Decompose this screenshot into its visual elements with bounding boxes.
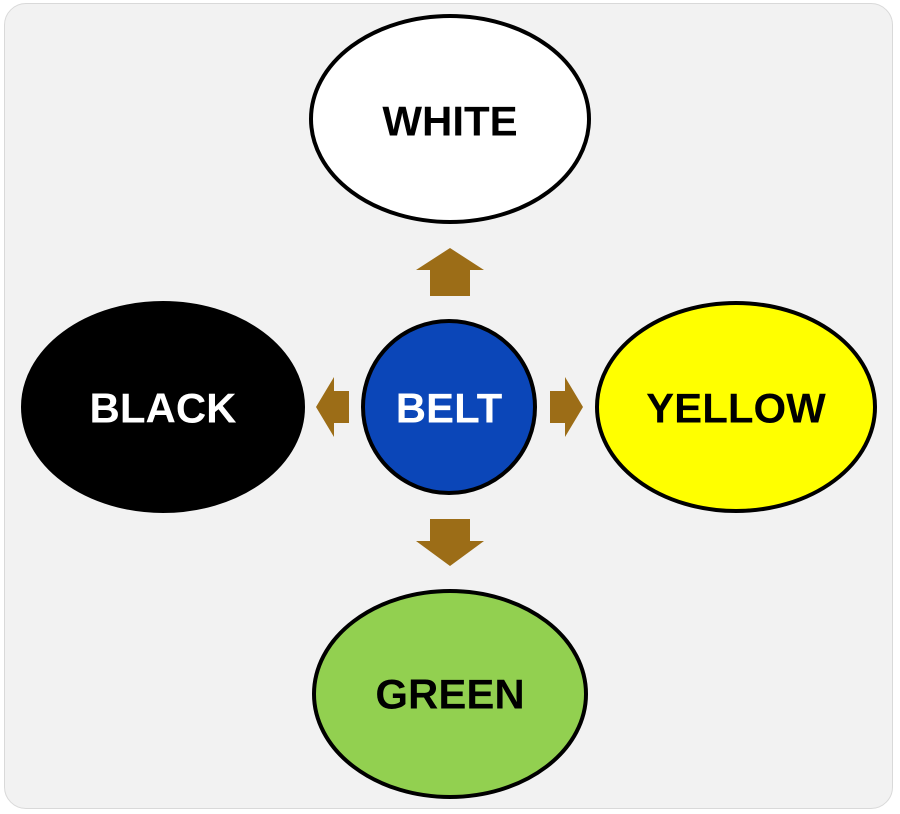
node-bottom-shape: [312, 589, 588, 799]
node-center: BELT: [361, 319, 537, 495]
node-top-shape: [309, 14, 591, 224]
node-right-label: YELLOW: [646, 385, 826, 432]
node-left-label: BLACK: [90, 385, 237, 432]
node-bottom-label: GREEN: [375, 671, 524, 718]
arrow-right-icon: [550, 377, 583, 437]
node-center-shape: [361, 319, 537, 495]
node-center-label: BELT: [396, 385, 503, 432]
arrow-up-icon: [416, 248, 484, 296]
node-top: WHITE: [309, 14, 591, 224]
node-right: YELLOW: [595, 301, 877, 513]
arrow-down-icon: [416, 519, 484, 566]
node-right-shape: [595, 301, 877, 513]
arrow-left-icon: [316, 377, 349, 437]
node-left: BLACK: [21, 301, 305, 513]
node-left-shape: [21, 301, 305, 513]
node-bottom: GREEN: [312, 589, 588, 799]
node-top-label: WHITE: [382, 98, 517, 145]
